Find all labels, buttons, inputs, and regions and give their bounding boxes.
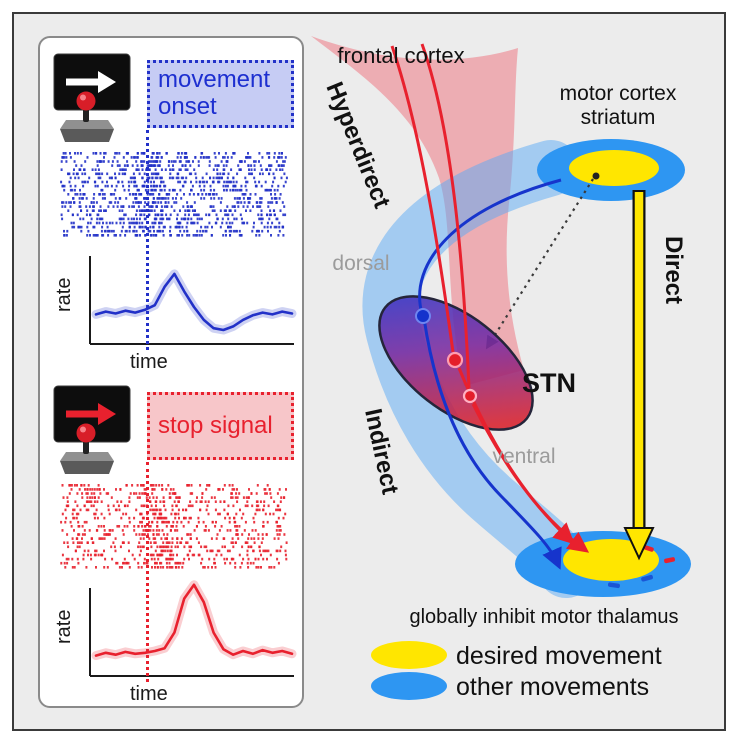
- behavior-panel: movement onset rate time: [38, 36, 304, 708]
- dorsal-label: dorsal: [332, 252, 389, 275]
- hyperdirect-axon-1: [390, 45, 455, 353]
- stop-signal-event-line: [146, 462, 149, 682]
- ventral-label: ventral: [492, 445, 555, 468]
- indirect-axon-post: [422, 317, 562, 570]
- legend-desired-swatch: [371, 641, 447, 669]
- raster-blue: [60, 152, 288, 237]
- joystick-icon: [60, 91, 114, 142]
- go-arrow-icon: [66, 71, 116, 93]
- stn-output-axon-2: [471, 403, 590, 553]
- striatum-source-dot: [592, 172, 600, 180]
- legend: desired movement other movements: [371, 641, 662, 701]
- movement-onset-event-line: [146, 130, 149, 350]
- movement-onset-block: movement onset rate time: [48, 48, 298, 378]
- hyperdirect-axon-2: [420, 43, 471, 389]
- stop-signal-block: stop signal rate time: [48, 380, 298, 710]
- time-axis-label-blue: time: [130, 351, 168, 373]
- striatum-label: striatum: [581, 106, 656, 129]
- monitor-joystick-icon-red: [53, 385, 131, 474]
- rate-plot-blue: rate time: [53, 256, 297, 373]
- legend-other-swatch: [371, 672, 447, 700]
- legend-other-label: other movements: [456, 673, 649, 701]
- striatum-desired-movement: [569, 150, 659, 186]
- joystick-icon: [60, 423, 114, 474]
- stn-neuron-blue: [415, 308, 431, 324]
- frontal-cortex-label: frontal cortex: [337, 43, 464, 68]
- stop-arrow-icon: [66, 403, 116, 425]
- direct-pathway-arrow: [623, 190, 655, 561]
- monitor-joystick-icon-blue: [53, 53, 131, 142]
- striatum-stn-dashed-line: [485, 178, 594, 350]
- hyperdirect-label: Hyperdirect: [320, 78, 395, 212]
- stn-neuron-red: [446, 351, 464, 369]
- rate-curve-red: [91, 580, 297, 661]
- hyperdirect-band: [311, 36, 524, 386]
- rate-plot-red: rate time: [53, 580, 297, 705]
- motor-cortex-label: motor cortex: [560, 82, 677, 105]
- indirect-axon-pre: [418, 178, 562, 315]
- stop-signal-label: stop signal: [147, 392, 294, 460]
- stn-label: STN: [522, 368, 576, 398]
- rate-axis-label-blue: rate: [53, 278, 75, 312]
- rate-axis-label-red: rate: [53, 610, 75, 644]
- time-axis-label-red: time: [130, 683, 168, 705]
- pathway-diagram: frontal cortex Hyperdirect motor cortex …: [311, 36, 691, 701]
- legend-desired-label: desired movement: [456, 642, 662, 670]
- direct-label: Direct: [660, 236, 687, 304]
- stn-neuron-pink: [462, 388, 478, 404]
- raster-red: [60, 484, 288, 569]
- inhibit-caption: globally inhibit motor thalamus: [409, 606, 678, 628]
- movement-onset-label: movement onset: [147, 60, 294, 128]
- rate-curve-blue: [91, 269, 297, 335]
